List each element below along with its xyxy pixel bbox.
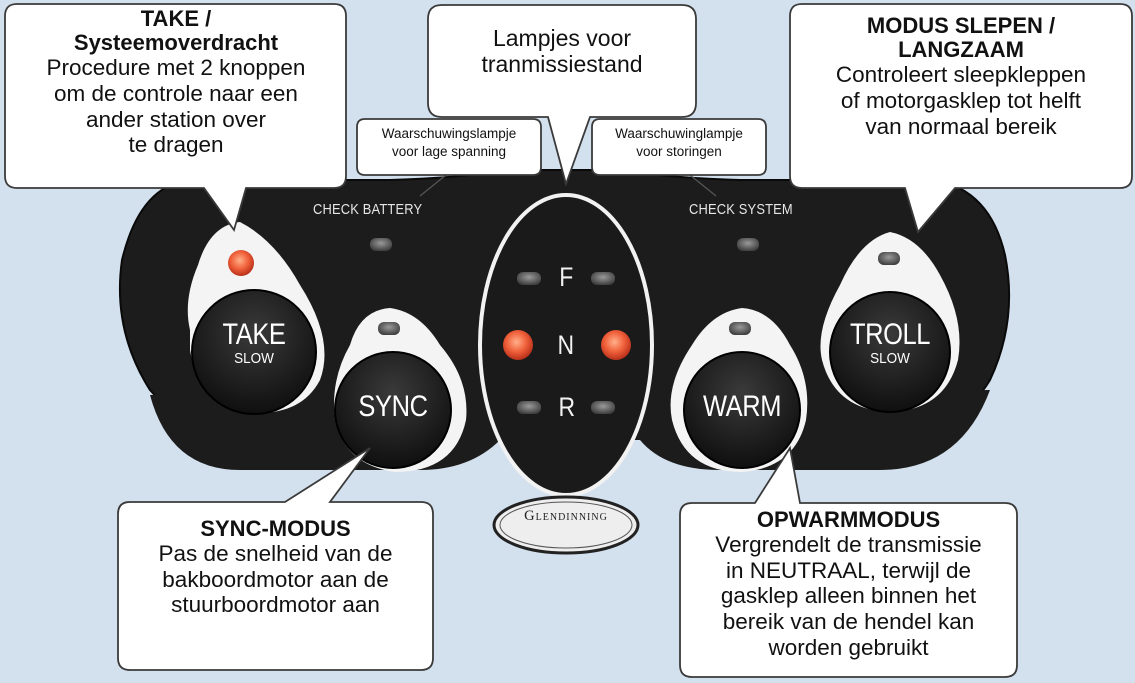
take-button-label: TAKE xyxy=(222,318,286,351)
check-battery-label: CHECK BATTERY xyxy=(313,201,423,218)
sync-callout-bubble xyxy=(117,447,434,671)
warm-callout-line: worden gebruikt xyxy=(768,634,929,660)
troll-callout-bubble xyxy=(789,3,1133,234)
troll-button[interactable]: TROLL SLOW xyxy=(828,318,952,367)
sync-callout-line: stuurboordmotor aan xyxy=(171,592,380,618)
logo-badge xyxy=(492,495,640,555)
leader-fault xyxy=(689,174,717,197)
check-system-led-icon xyxy=(737,238,759,251)
troll-button-sub: SLOW xyxy=(870,350,910,367)
take-callout: TAKE / Systeemoverdracht Procedure met 2… xyxy=(5,4,347,188)
low-voltage-line: voor lage spanning xyxy=(391,143,507,159)
fault-callout-bubble xyxy=(591,118,767,176)
take-callout-bubble xyxy=(4,3,347,233)
troll-callout-line: of motorgasklep tot helft xyxy=(840,88,1082,114)
check-battery-led-icon xyxy=(370,238,392,251)
lamps-callout-line: Lampjes voor xyxy=(492,25,632,51)
lamps-callout: Lampjes voor tranmissiestand xyxy=(428,5,696,117)
fault-line: voor storingen xyxy=(636,143,722,159)
forward-gear-label: F xyxy=(559,262,574,292)
forward-left-led-icon xyxy=(517,272,541,285)
warm-callout-bubble xyxy=(679,445,1018,678)
sync-led-icon xyxy=(378,322,400,335)
brand-logo: Glendinning xyxy=(524,508,608,524)
take-button[interactable]: TAKE SLOW xyxy=(194,318,314,367)
troll-callout-line: Controleert sleepkleppen xyxy=(835,62,1087,88)
warm-callout: OPWARMMODUS Vergrendelt de transmissie i… xyxy=(680,503,1017,677)
warm-callout-line: bereik van de hendel kan xyxy=(722,609,975,634)
take-callout-line: ander station over xyxy=(85,106,267,132)
sync-button[interactable]: SYNC xyxy=(340,390,446,424)
warm-led-icon xyxy=(729,322,751,335)
sync-callout-line: Pas de snelheid van de xyxy=(158,541,393,567)
warm-callout-line: in NEUTRAAL, terwijl de xyxy=(725,557,972,583)
troll-callout-title-1: MODUS SLEPEN / xyxy=(866,13,1056,38)
neutral-left-led-icon xyxy=(503,330,533,360)
reverse-right-led-icon xyxy=(591,401,615,414)
take-button-sub: SLOW xyxy=(234,350,274,367)
troll-callout: MODUS SLEPEN / LANGZAAM Controleert slee… xyxy=(790,4,1132,188)
forward-right-led-icon xyxy=(591,272,615,285)
warm-callout-line: gasklep alleen binnen het xyxy=(720,583,977,609)
troll-callout-title-2: LANGZAAM xyxy=(898,37,1024,63)
take-callout-title-1: TAKE / xyxy=(140,6,212,31)
warm-callout-title: OPWARMMODUS xyxy=(756,507,941,532)
sync-callout-title: SYNC-MODUS xyxy=(200,516,351,541)
take-callout-line: om de controle naar een xyxy=(54,81,298,107)
troll-callout-line: van normaal bereik xyxy=(865,113,1057,139)
take-callout-line: Procedure met 2 knoppen xyxy=(46,55,306,81)
sync-callout-line: bakboordmotor aan de xyxy=(162,566,389,592)
lamps-callout-line: tranmissiestand xyxy=(481,51,643,78)
warm-button[interactable]: WARM xyxy=(689,390,795,424)
gear-indicator-window xyxy=(478,193,654,497)
sync-button-label: SYNC xyxy=(358,390,428,423)
check-system-label: CHECK SYSTEM xyxy=(689,201,793,218)
warm-callout-line: Vergrendelt de transmissie xyxy=(715,532,982,558)
take-led-icon xyxy=(228,250,254,276)
volt-callout-bubble xyxy=(356,118,542,176)
fault-line: Waarschuwinglampje xyxy=(615,126,743,141)
low-voltage-callout: Waarschuwingslampje voor lage spanning xyxy=(357,119,541,175)
take-callout-title-2: Systeemoverdracht xyxy=(73,30,279,56)
leader-volt xyxy=(419,174,447,197)
lamps-callout-bubble xyxy=(427,4,697,188)
warm-button-label: WARM xyxy=(702,390,782,423)
troll-led-icon xyxy=(878,252,900,265)
take-callout-line: te dragen xyxy=(128,132,224,158)
low-voltage-line: Waarschuwingslampje xyxy=(381,126,517,141)
troll-button-label: TROLL xyxy=(849,318,931,351)
fault-callout: Waarschuwinglampje voor storingen xyxy=(592,119,766,175)
neutral-gear-label: N xyxy=(557,330,575,360)
sync-callout: SYNC-MODUS Pas de snelheid van de bakboo… xyxy=(118,502,433,670)
neutral-right-led-icon xyxy=(601,330,631,360)
reverse-gear-label: R xyxy=(558,392,576,422)
reverse-left-led-icon xyxy=(517,401,541,414)
